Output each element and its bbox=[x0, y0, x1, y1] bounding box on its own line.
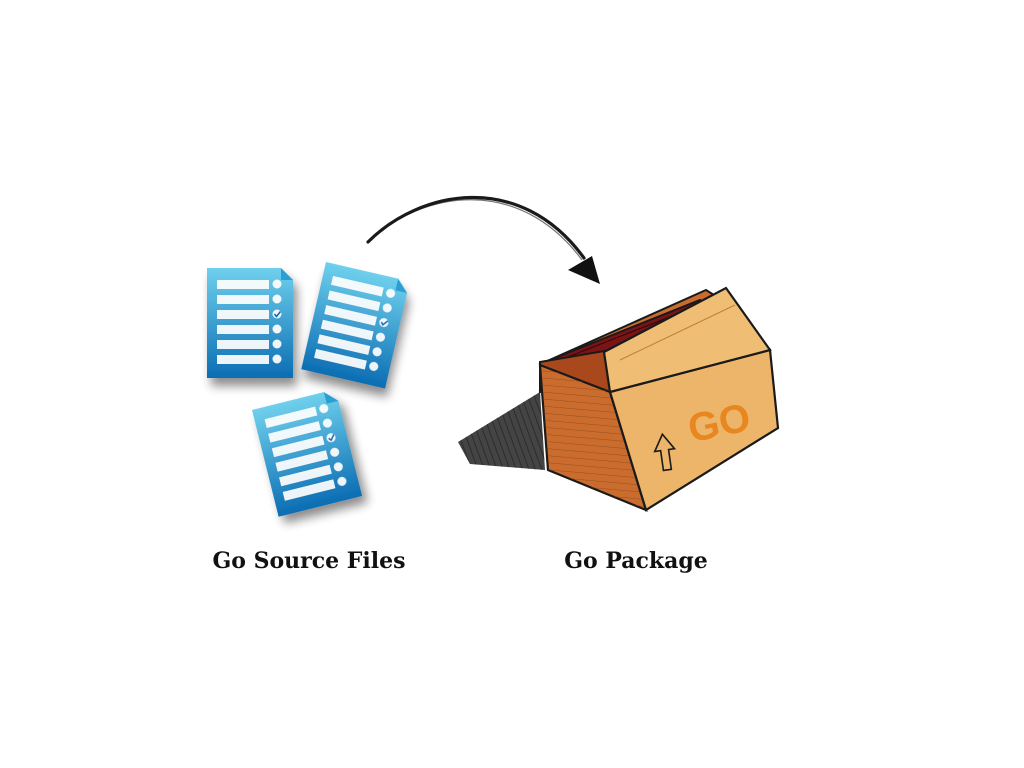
document-checklist-icon bbox=[251, 388, 363, 518]
package-caption: Go Package bbox=[564, 548, 708, 574]
cardboard-box-icon: GO bbox=[458, 286, 780, 512]
document-checklist-icon bbox=[206, 267, 294, 379]
source-files-caption: Go Source Files bbox=[212, 548, 406, 574]
this-side-up-icon bbox=[653, 432, 677, 472]
curved-arrow-icon bbox=[366, 195, 600, 284]
document-checklist-icon bbox=[300, 261, 411, 390]
